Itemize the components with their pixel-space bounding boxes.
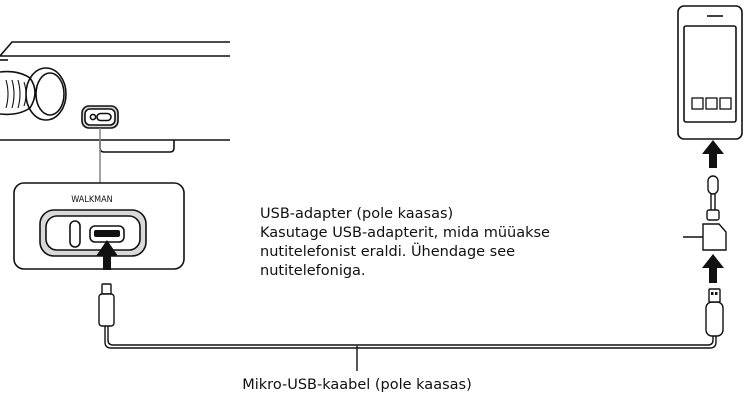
adapter-callout: USB-adapter (pole kaasas) Kasutage USB-a…	[260, 206, 550, 279]
smartphone	[677, 5, 743, 140]
micro-usb-plug	[98, 283, 115, 327]
arrow-up-icon	[96, 240, 118, 270]
volume-knob-icon	[0, 67, 67, 121]
walkman-port-panel: WALKMAN	[13, 182, 185, 270]
device-usb-port	[81, 105, 119, 129]
adapter-callout-line: Kasutage USB-adapterit, mida müüakse	[260, 225, 550, 241]
walkman-label: WALKMAN	[71, 195, 112, 205]
usb-a-plug	[705, 288, 724, 337]
adapter-callout-title: USB-adapter (pole kaasas)	[260, 206, 453, 222]
arrow-up-icon	[702, 140, 724, 168]
audio-device	[0, 41, 230, 153]
cable-label: Mikro-USB-kaabel (pole kaasas)	[242, 377, 471, 393]
adapter-callout-line: nutitelefoniga.	[260, 263, 366, 279]
micro-usb-cable	[98, 283, 724, 349]
walkman-usb-port	[39, 209, 147, 257]
arrow-up-icon	[702, 254, 724, 283]
adapter-callout-line: nutitelefonist eraldi. Ühendage see	[260, 242, 515, 260]
usb-adapter	[702, 175, 727, 251]
